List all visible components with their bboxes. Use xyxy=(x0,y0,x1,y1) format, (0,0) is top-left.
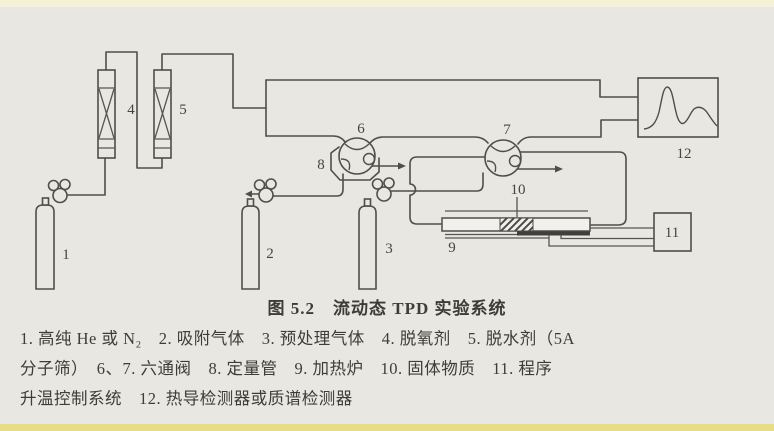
flow-arrow-valve7 xyxy=(555,165,563,173)
column-cap-lines xyxy=(98,87,115,149)
pipe-cyl1-col4 xyxy=(66,157,106,196)
valve-port-divider xyxy=(490,145,516,153)
figure-title: 图 5.2 流动态 TPD 实验系统 xyxy=(267,299,507,318)
pipe-col5-manifold xyxy=(161,53,267,109)
pipe-cyl2-valve6 xyxy=(272,173,344,197)
label-column-4: 4 xyxy=(127,102,135,118)
pipe-valve7-detector-return xyxy=(517,119,639,145)
valve-body xyxy=(484,139,522,177)
label-controller-11: 11 xyxy=(665,225,679,241)
regulator-body xyxy=(52,187,68,204)
gas-cylinder-1 xyxy=(35,178,71,290)
regulator-gauge xyxy=(59,178,71,191)
cylinder-neck xyxy=(246,198,255,207)
cylinder-body xyxy=(241,205,260,290)
legend-line: 分子筛） 6、7. 六通阀 8. 定量管 9. 加热炉 10. 固体物质 11.… xyxy=(20,359,553,378)
sample-loop-8 xyxy=(330,146,380,181)
figure-caption: 图 5.2 流动态 TPD 实验系统 1. 高纯 He 或 N₂ 2. 吸附气体… xyxy=(0,296,774,414)
heater-element xyxy=(517,231,590,236)
label-valve-7: 7 xyxy=(503,122,511,138)
flow-arrow-cyl2 xyxy=(245,190,252,198)
manifold-to-valve6 xyxy=(265,135,346,143)
cylinder-body xyxy=(35,204,55,290)
solid-sample-bed-10 xyxy=(499,217,534,232)
label-detector-12: 12 xyxy=(677,146,692,162)
six-way-valve-6 xyxy=(338,137,376,175)
label-loop-8: 8 xyxy=(317,157,325,173)
pipe-furnace-left-loop xyxy=(409,156,486,225)
detector-signal-curve xyxy=(643,86,718,130)
legend-line: 升温控制系统 12. 热导检测器或质谱检测器 xyxy=(20,389,353,408)
controller-wires xyxy=(548,227,654,247)
tpd-flow-diagram: 1 2 3 4 5 6 7 8 9 10 11 12 xyxy=(35,51,719,290)
column-packing-cross xyxy=(154,88,171,139)
valve-port-divider xyxy=(344,143,370,151)
cylinder-body xyxy=(358,205,377,290)
label-cylinder-3: 3 xyxy=(385,241,393,257)
temperature-controller-11 xyxy=(653,212,692,252)
pipe-col4-col5 xyxy=(105,51,163,169)
regulator-gauge xyxy=(371,178,384,190)
heating-furnace-9 xyxy=(441,197,591,239)
label-valve-6: 6 xyxy=(357,121,365,137)
label-sample-10: 10 xyxy=(511,182,526,198)
diagram-area: 1 2 3 4 5 6 7 8 9 10 11 12 xyxy=(0,4,774,299)
regulator-gauge xyxy=(265,178,277,190)
cylinder-neck xyxy=(363,198,372,207)
label-column-5: 5 xyxy=(179,102,187,118)
figure-legend: 1. 高纯 He 或 N₂ 2. 吸附气体 3. 预处理气体 4. 脱氧剂 5.… xyxy=(0,322,774,414)
label-cylinder-2: 2 xyxy=(266,246,274,262)
label-cylinder-1: 1 xyxy=(62,247,70,263)
page-edge-top xyxy=(0,0,774,7)
gas-cylinder-2 xyxy=(241,178,277,290)
heater-wire xyxy=(548,235,654,247)
legend-line: 1. 高纯 He 或 N₂ 2. 吸附气体 3. 预处理气体 4. 脱氧剂 5.… xyxy=(20,329,575,348)
valve-port-divider xyxy=(340,158,351,171)
valve-port-divider xyxy=(486,160,497,173)
regulator-body xyxy=(258,187,274,203)
valve-body xyxy=(338,137,376,175)
pipe-furnace-right-loop xyxy=(519,151,627,226)
pipe-cyl3-valve7 xyxy=(390,172,484,192)
valve-port-divider xyxy=(362,152,376,166)
regulator-gauge xyxy=(383,177,395,189)
six-way-valve-7 xyxy=(484,139,522,177)
regulator-gauge xyxy=(47,179,60,192)
flow-arrow-valve6 xyxy=(398,162,406,170)
page-edge-bottom xyxy=(0,424,774,431)
pipe-valve6-valve7 xyxy=(369,136,489,144)
pipe-detector-inlet xyxy=(599,79,639,98)
valve-port-divider xyxy=(508,154,522,168)
regulator-body xyxy=(376,186,392,202)
deoxidizer-column-4 xyxy=(97,69,116,159)
cylinder-neck xyxy=(41,197,50,206)
label-furnace-9: 9 xyxy=(448,240,456,256)
detector-box xyxy=(637,77,719,138)
column-cap-lines xyxy=(154,87,171,149)
drier-column-5 xyxy=(153,69,172,159)
heater-wire xyxy=(560,235,654,240)
regulator-gauge xyxy=(253,179,266,191)
furnace-shell-bottom xyxy=(445,233,549,239)
gas-cylinder-3 xyxy=(358,177,395,290)
column-packing-cross xyxy=(98,88,115,139)
detector-12 xyxy=(637,77,719,138)
